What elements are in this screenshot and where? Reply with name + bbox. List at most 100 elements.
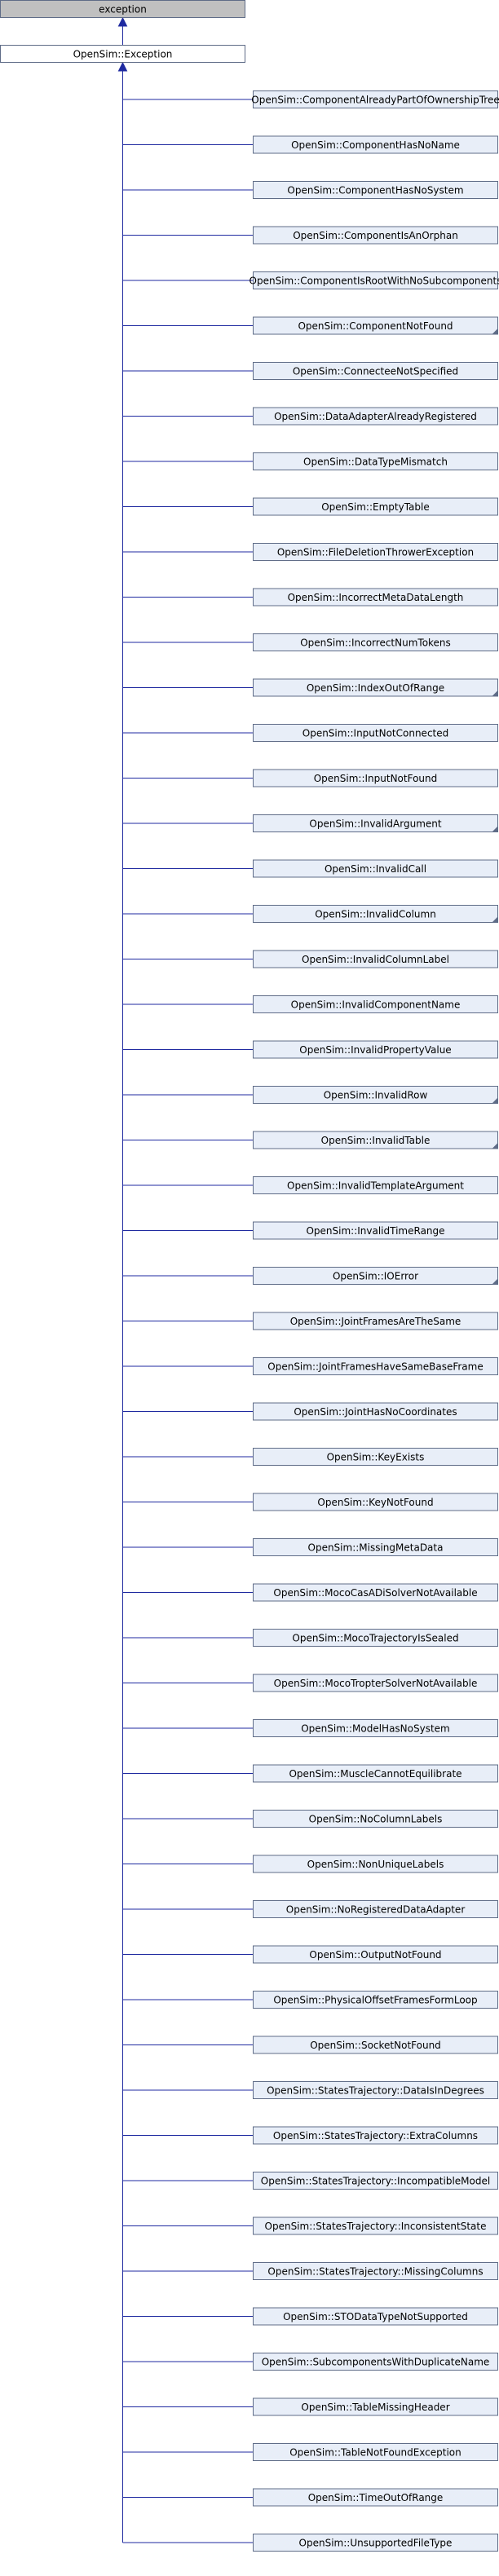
derived-class-node[interactable]: OpenSim::StatesTrajectory::IncompatibleM… xyxy=(253,2172,498,2190)
derived-class-box xyxy=(253,226,498,245)
derived-class-node[interactable]: OpenSim::InvalidTimeRange xyxy=(253,1221,498,1240)
derived-class-node[interactable]: OpenSim::KeyExists xyxy=(253,1448,498,1466)
derived-class-node[interactable]: OpenSim::ComponentAlreadyPartOfOwnership… xyxy=(251,90,499,108)
derived-class-node[interactable]: OpenSim::IncorrectNumTokens xyxy=(253,633,498,651)
derived-class-node[interactable]: OpenSim::EmptyTable xyxy=(253,497,498,516)
derived-class-label: OpenSim::StatesTrajectory::MissingColumn… xyxy=(267,2266,483,2278)
derived-class-node[interactable]: OpenSim::InvalidComponentName xyxy=(253,995,498,1013)
derived-class-label: OpenSim::ComponentIsAnOrphan xyxy=(293,230,458,241)
derived-class-node[interactable]: OpenSim::NonUniqueLabels xyxy=(253,1855,498,1873)
derived-class-node[interactable]: OpenSim::SocketNotFound xyxy=(253,2036,498,2054)
derived-class-box xyxy=(253,497,498,516)
derived-class-node[interactable]: OpenSim::IndexOutOfRange xyxy=(253,678,498,697)
derived-class-label: OpenSim::MocoTrajectoryIsSealed xyxy=(292,1633,458,1644)
derived-class-node[interactable]: OpenSim::InvalidArgument xyxy=(253,814,498,832)
derived-class-label: OpenSim::STODataTypeNotSupported xyxy=(283,2311,468,2322)
derived-class-label: OpenSim::ModelHasNoSystem xyxy=(301,1723,450,1735)
derived-class-label: OpenSim::NoColumnLabels xyxy=(309,1814,443,1825)
has-subclasses-marker xyxy=(492,690,498,696)
derived-class-node[interactable]: OpenSim::InputNotFound xyxy=(253,769,498,787)
derived-class-box xyxy=(253,1629,498,1647)
derived-class-node[interactable]: OpenSim::InvalidColumn xyxy=(253,905,498,923)
derived-class-box xyxy=(253,1855,498,1873)
derived-class-node[interactable]: OpenSim::IOError xyxy=(253,1267,498,1285)
derived-class-label: OpenSim::InvalidColumnLabel xyxy=(302,954,449,965)
derived-class-box xyxy=(253,2397,498,2416)
derived-class-node[interactable]: OpenSim::JointFramesHaveSameBaseFrame xyxy=(253,1357,498,1375)
derived-class-box xyxy=(253,2353,498,2371)
derived-class-node[interactable]: OpenSim::STODataTypeNotSupported xyxy=(253,2307,498,2326)
derived-class-box xyxy=(253,452,498,470)
derived-class-label: OpenSim::InputNotConnected xyxy=(302,728,449,739)
base-node[interactable]: OpenSim::Exception xyxy=(0,45,245,63)
derived-class-node[interactable]: OpenSim::ModelHasNoSystem xyxy=(253,1719,498,1737)
derived-class-label: OpenSim::MocoCasADiSolverNotAvailable xyxy=(273,1587,477,1599)
derived-class-node[interactable]: OpenSim::StatesTrajectory::MissingColumn… xyxy=(253,2262,498,2280)
has-subclasses-marker xyxy=(492,916,498,923)
derived-class-node[interactable]: OpenSim::TableMissingHeader xyxy=(253,2397,498,2416)
derived-class-node[interactable]: OpenSim::InvalidTable xyxy=(253,1131,498,1149)
derived-class-node[interactable]: OpenSim::UnsupportedFileType xyxy=(253,2534,498,2552)
derived-class-node[interactable]: OpenSim::NoColumnLabels xyxy=(253,1810,498,1828)
derived-class-box xyxy=(253,1312,498,1330)
derived-class-node[interactable]: OpenSim::InvalidPropertyValue xyxy=(253,1040,498,1059)
derived-class-label: OpenSim::StatesTrajectory::IncompatibleM… xyxy=(261,2176,490,2187)
derived-class-node[interactable]: OpenSim::DataAdapterAlreadyRegistered xyxy=(253,407,498,426)
derived-class-node[interactable]: OpenSim::ComponentIsAnOrphan xyxy=(253,226,498,245)
derived-class-box xyxy=(253,2307,498,2326)
derived-class-node[interactable]: OpenSim::InputNotConnected xyxy=(253,724,498,742)
derived-class-node[interactable]: OpenSim::InvalidCall xyxy=(253,859,498,878)
derived-class-box xyxy=(253,769,498,787)
edge-arrowhead-base xyxy=(117,61,128,72)
root-node-label: exception xyxy=(99,4,147,15)
derived-class-node[interactable]: OpenSim::MocoTrajectoryIsSealed xyxy=(253,1629,498,1647)
derived-class-node[interactable]: OpenSim::InvalidTemplateArgument xyxy=(253,1176,498,1194)
derived-class-label: OpenSim::JointHasNoCoordinates xyxy=(294,1406,457,1418)
derived-class-box xyxy=(253,2443,498,2461)
derived-class-node[interactable]: OpenSim::PhysicalOffsetFramesFormLoop xyxy=(253,1991,498,2009)
derived-class-box xyxy=(253,905,498,923)
derived-class-label: OpenSim::NonUniqueLabels xyxy=(307,1859,444,1870)
derived-class-node[interactable]: OpenSim::StatesTrajectory::InconsistentS… xyxy=(253,2217,498,2235)
derived-class-node[interactable]: OpenSim::MocoCasADiSolverNotAvailable xyxy=(253,1583,498,1602)
derived-class-node[interactable]: OpenSim::KeyNotFound xyxy=(253,1493,498,1511)
derived-class-box xyxy=(253,271,498,289)
derived-class-label: OpenSim::IOError xyxy=(333,1271,418,1282)
derived-class-node[interactable]: OpenSim::ComponentIsRootWithNoSubcompone… xyxy=(250,271,499,289)
derived-class-node[interactable]: OpenSim::TimeOutOfRange xyxy=(253,2488,498,2507)
derived-class-box xyxy=(253,633,498,651)
derived-class-node[interactable]: OpenSim::MissingMetaData xyxy=(253,1538,498,1556)
derived-class-box xyxy=(253,1583,498,1602)
derived-class-node[interactable]: OpenSim::IncorrectMetaDataLength xyxy=(253,588,498,607)
derived-class-node[interactable]: OpenSim::NoRegisteredDataAdapter xyxy=(253,1900,498,1918)
derived-class-node[interactable]: OpenSim::StatesTrajectory::ExtraColumns xyxy=(253,2126,498,2145)
derived-class-label: OpenSim::EmptyTable xyxy=(321,501,430,513)
derived-class-node[interactable]: OpenSim::ComponentNotFound xyxy=(253,316,498,335)
derived-class-box xyxy=(253,2217,498,2235)
derived-class-node[interactable]: OpenSim::ComponentHasNoName xyxy=(253,135,498,154)
derived-class-box xyxy=(253,1086,498,1104)
derived-class-label: OpenSim::InvalidColumn xyxy=(315,909,436,920)
derived-class-box xyxy=(253,1719,498,1737)
derived-class-node[interactable]: OpenSim::FileDeletionThrowerException xyxy=(253,543,498,561)
derived-class-node[interactable]: OpenSim::JointHasNoCoordinates xyxy=(253,1402,498,1421)
derived-class-box xyxy=(253,1900,498,1918)
derived-class-node[interactable]: OpenSim::TableNotFoundException xyxy=(253,2443,498,2461)
derived-class-node[interactable]: OpenSim::JointFramesAreTheSame xyxy=(253,1312,498,1330)
derived-class-label: OpenSim::InvalidPropertyValue xyxy=(299,1044,451,1056)
has-subclasses-marker xyxy=(492,1278,498,1285)
derived-class-node[interactable]: OpenSim::StatesTrajectory::DataIsInDegre… xyxy=(253,2081,498,2099)
root-node-box xyxy=(0,0,245,18)
derived-class-node[interactable]: OpenSim::InvalidColumnLabel xyxy=(253,950,498,968)
derived-class-label: OpenSim::ComponentAlreadyPartOfOwnership… xyxy=(251,95,499,106)
derived-class-node[interactable]: OpenSim::SubcomponentsWithDuplicateName xyxy=(253,2353,498,2371)
derived-class-node[interactable]: OpenSim::ComponentHasNoSystem xyxy=(253,181,498,199)
derived-class-node[interactable]: OpenSim::InvalidRow xyxy=(253,1086,498,1104)
derived-class-node[interactable]: OpenSim::MocoTropterSolverNotAvailable xyxy=(253,1674,498,1692)
derived-class-node[interactable]: OpenSim::MuscleCannotEquilibrate xyxy=(253,1764,498,1783)
root-node[interactable]: exception xyxy=(0,0,245,18)
derived-class-node[interactable]: OpenSim::DataTypeMismatch xyxy=(253,452,498,470)
derived-class-node[interactable]: OpenSim::ConnecteeNotSpecified xyxy=(253,362,498,380)
derived-class-box xyxy=(253,1764,498,1783)
derived-class-node[interactable]: OpenSim::OutputNotFound xyxy=(253,1945,498,1964)
